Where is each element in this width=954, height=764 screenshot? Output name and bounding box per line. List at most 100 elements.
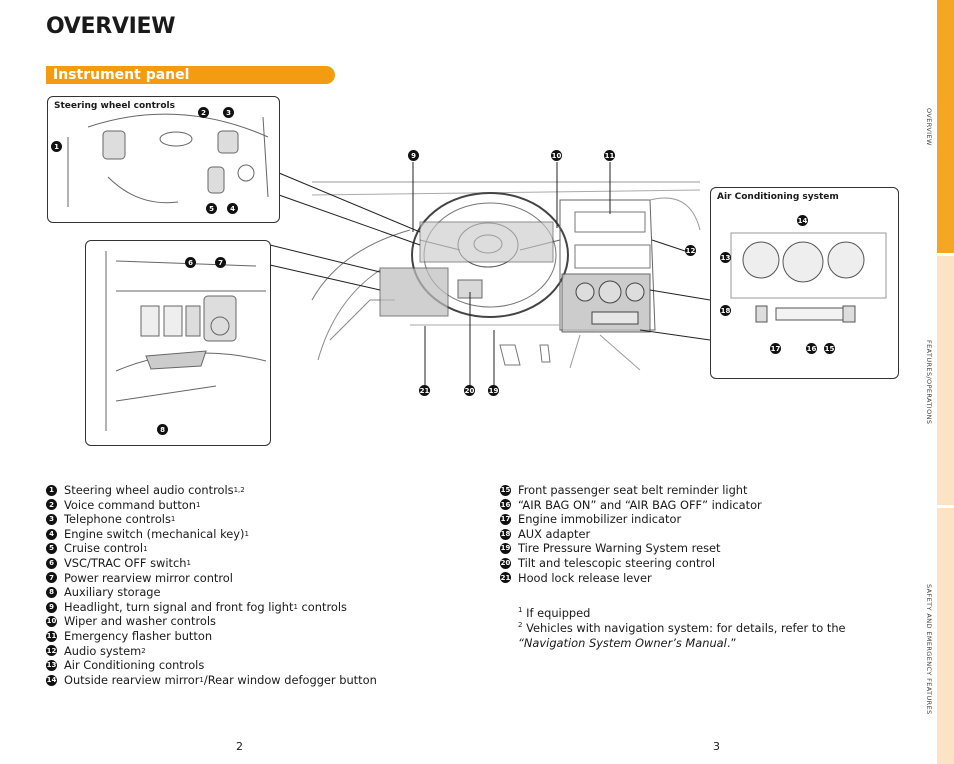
legend-number: 16 [500,499,511,511]
diagram-marker-1: 1 [51,141,62,152]
footnote-2: 2 Vehicles with navigation system: for d… [518,621,908,650]
legend-number: 13 [46,659,57,671]
legend-text: Outside rearview mirror [64,672,200,687]
legend-number: 15 [500,484,511,496]
legend-text: Wiper and washer controls [64,614,216,629]
diagram-marker-12: 12 [685,245,696,256]
footnote-2-mark: 2 [518,621,523,630]
side-tab-safety[interactable] [937,508,954,764]
page-number-right: 3 [713,740,720,753]
legend-number: 8 [46,586,57,598]
legend-text: Telephone controls [64,512,171,527]
side-tab-safety-label: SAFETY AND EMERGENCY FEATURES [925,584,933,715]
footnote-2-quote-close: .” [726,635,737,650]
legend-number: 21 [500,572,511,584]
legend-list-right: 15 Front passenger seat belt reminder lig… [500,483,762,585]
legend-text: Audio system [64,643,142,658]
legend-number: 20 [500,557,511,569]
legend-text: Tire Pressure Warning System reset [518,541,721,556]
footnote-2-manual: Navigation System Owner’s Manual [523,635,727,650]
legend-text: Engine immobilizer indicator [518,512,682,527]
diagram-marker-16: 16 [806,343,817,354]
diagram-marker-19: 19 [488,385,499,396]
legend-number: 14 [46,674,57,686]
section-header: Instrument panel [46,66,335,84]
air-conditioning-drawing [730,232,887,323]
legend-number: 5 [46,543,57,555]
diagram-marker-11: 11 [604,150,615,161]
legend-text: Front passenger seat belt reminder light [518,483,748,497]
side-tabs [937,0,954,764]
diagram-marker-17: 17 [770,343,781,354]
diagram-marker-4: 4 [227,203,238,214]
legend-number: 9 [46,601,57,613]
diagram-marker-8: 8 [157,424,168,435]
page-title: OVERVIEW [46,14,176,39]
diagram-marker-13: 13 [720,252,731,263]
legend-text: Engine switch (mechanical key) [64,526,245,541]
air-conditioning-callout: Air Conditioning system [710,187,899,379]
legend-number: 10 [46,616,57,628]
legend-text: Hood lock release lever [518,570,652,585]
legend-number: 1 [46,484,57,496]
legend-number: 2 [46,499,57,511]
steering-wheel-caption: Steering wheel controls [54,101,175,111]
legend-text: Emergency flasher button [64,628,213,643]
legend-number: 17 [500,513,511,525]
legend-text: Steering wheel audio controls [64,483,234,497]
steering-wheel-callout: Steering wheel controls [47,96,280,223]
legend-text-suffix: controls [297,599,347,614]
diagram-marker-20: 20 [464,385,475,396]
diagram-marker-14: 14 [797,215,808,226]
diagram-marker-2: 2 [198,107,209,118]
legend-item: 19 Tire Pressure Warning System reset [500,541,762,556]
legend-item: 21 Hood lock release lever [500,571,762,586]
legend-number: 7 [46,572,57,584]
air-conditioning-caption: Air Conditioning system [717,192,839,202]
legend-number: 19 [500,543,511,555]
steering-wheel-drawing [67,113,269,207]
legend-text: Auxiliary storage [64,585,161,600]
legend-number: 11 [46,630,57,642]
section-title: Instrument panel [53,67,190,83]
page-number-left: 2 [236,740,243,753]
diagram-marker-5: 5 [206,203,217,214]
legend-text: Cruise control [64,541,144,556]
diagram-marker-6: 6 [185,257,196,268]
diagram-marker-18: 18 [720,305,731,316]
footnote-1-mark: 1 [518,606,523,615]
side-tab-features[interactable] [937,256,954,505]
legend-number: 6 [46,557,57,569]
side-tab-overview-label: OVERVIEW [925,108,933,146]
legend-item: 13 Air Conditioning controls [46,658,377,673]
legend-number: 12 [46,645,57,657]
legend-text: VSC/TRAC OFF switch [64,555,187,570]
legend-text: Voice command button [64,497,196,512]
legend-text: Air Conditioning controls [64,658,205,673]
diagram-marker-15: 15 [824,343,835,354]
lower-left-panel-callout [85,240,271,446]
legend-item: 16“AIR BAG ON” and “AIR BAG OFF” indicat… [500,498,762,513]
lower-left-panel-drawing [105,251,267,431]
legend-item: 10 Wiper and washer controls [46,614,377,629]
diagram-marker-10: 10 [551,150,562,161]
legend-number: 3 [46,513,57,525]
footnote-2-quote-open: “ [518,635,524,650]
legend-number: 4 [46,528,57,540]
legend-text-suffix: /Rear window defogger button [203,672,377,687]
legend-item: 8 Auxiliary storage [46,585,377,600]
legend-text: AUX adapter [518,526,591,541]
side-tab-overview[interactable] [937,0,954,253]
diagram-marker-9: 9 [408,150,419,161]
